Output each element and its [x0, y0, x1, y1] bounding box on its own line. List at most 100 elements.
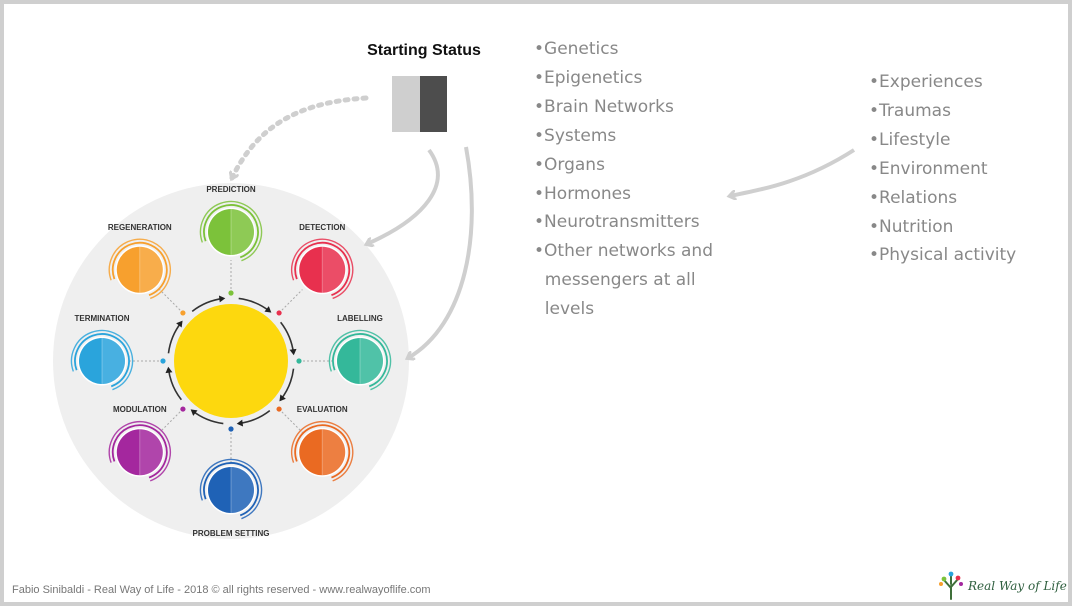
stage-problem-setting-shade [231, 467, 254, 513]
stage-modulation-label: MODULATION [113, 405, 167, 414]
stage-prediction-dot [228, 290, 234, 296]
stage-modulation-dot [180, 406, 186, 412]
list-item: •Organs [534, 154, 605, 175]
stage-termination-icon [70, 329, 134, 391]
stage-regeneration-icon [108, 238, 171, 300]
list-item: •Genetics [534, 39, 619, 59]
stage-evaluation-ring [294, 424, 351, 479]
cycle-arrowhead [165, 366, 173, 374]
list-item: •Environment [869, 158, 988, 179]
stage-termination-ring [70, 329, 134, 391]
stage-detection-dot [276, 310, 282, 316]
list-item: levels [534, 299, 595, 320]
stage-modulation-shade [139, 429, 163, 476]
status-box-light-half [392, 76, 420, 132]
stage-problem-setting-ring [199, 458, 263, 520]
stage-problem-setting-icon [199, 458, 263, 520]
cycle-diagram: PREDICTION DETECTION LABELLING EVALUATION PR… [53, 95, 856, 539]
stage-regeneration-label: REGENERATION [108, 223, 172, 232]
cycle-arrowhead [218, 295, 226, 303]
stage-labelling-shade [360, 338, 383, 384]
stage-labelling-dot [296, 358, 302, 364]
stage-detection-ring [291, 238, 354, 300]
stage-evaluation-ring [291, 421, 354, 482]
external-factors-list: •Experiences •Traumas •Lifestyle •Enviro… [869, 68, 1049, 270]
stage-problem-setting-ring [203, 462, 259, 517]
stage-termination-circle [79, 338, 125, 384]
cycle-arrowhead [190, 409, 198, 416]
stage-regeneration-circle [116, 246, 163, 293]
logo-text: Real Way of Life [968, 579, 1067, 593]
copyright-footer: Fabio Sinibaldi - Real Way of Life - 201… [12, 584, 431, 596]
list-item: •Brain Networks [534, 96, 674, 117]
stage-regeneration-shade [139, 246, 163, 293]
stage-termination-shade [102, 338, 125, 384]
list-item: •Epigenetics [534, 67, 643, 88]
stage-labelling-icon [328, 329, 392, 391]
cycle-arrowhead [264, 306, 272, 313]
stage-regeneration-ring [108, 238, 171, 300]
tree-icon [939, 571, 963, 600]
stage-prediction-icon [199, 200, 263, 262]
list-item: •Physical activity [869, 245, 1017, 266]
stage-detection-shade [322, 246, 346, 293]
stage-modulation-ring [111, 424, 168, 479]
stage-labelling-circle [337, 338, 383, 384]
stage-problem-setting-circle [208, 467, 254, 513]
list-item: messengers at all [534, 270, 696, 291]
stage-regeneration-dot [180, 310, 186, 316]
logo[interactable]: Real Way of Life [936, 570, 1067, 600]
list-item: •Lifestyle [869, 129, 951, 150]
stage-regeneration-connector [159, 289, 184, 314]
list-item: •Neurotransmitters [534, 212, 700, 233]
stage-detection-label: DETECTION [299, 223, 345, 232]
list-item: •Other networks and [534, 241, 713, 262]
stage-evaluation-icon [291, 421, 354, 482]
stage-evaluation-shade [322, 429, 346, 476]
stage-detection-circle [299, 246, 346, 293]
stage-evaluation-connector [278, 408, 303, 433]
stage-prediction-ring [203, 204, 259, 259]
stage-labelling-ring [328, 329, 392, 391]
starting-status-title: Starting Status [367, 42, 481, 59]
stage-termination-ring [74, 333, 130, 388]
stage-detection-connector [278, 289, 303, 314]
stage-labelling-ring [332, 333, 388, 388]
stage-regeneration-ring [111, 241, 168, 296]
cycle-arrowhead [236, 419, 244, 427]
stage-modulation-connector [159, 408, 184, 433]
starting-status-box [392, 76, 447, 132]
list-item: •Nutrition [869, 216, 954, 237]
stage-modulation-circle [116, 429, 163, 476]
stage-prediction-shade [231, 209, 254, 255]
stage-modulation-icon [108, 421, 171, 482]
list-item: •Relations [869, 187, 958, 208]
stage-problem-setting-label: PROBLEM SETTING [193, 529, 270, 538]
stage-prediction-ring [199, 200, 263, 262]
stage-detection-ring [294, 241, 351, 296]
stage-evaluation-label: EVALUATION [297, 405, 348, 414]
list-item: •Traumas [869, 100, 951, 121]
stage-termination-label: TERMINATION [75, 314, 130, 323]
stage-prediction-circle [208, 209, 254, 255]
stage-prediction-label: PREDICTION [206, 185, 256, 194]
list-item: •Experiences [869, 72, 983, 92]
arrow-from-environment [730, 148, 856, 196]
status-box-dark-half [419, 76, 447, 132]
stage-detection-icon [291, 238, 354, 300]
internal-factors-list: •Genetics •Epigenetics •Brain Networks •… [534, 35, 744, 324]
arrow-to-labelling [408, 146, 474, 358]
dotted-arrow [232, 95, 369, 178]
stage-evaluation-dot [276, 406, 282, 412]
center-circle [174, 304, 288, 418]
stage-problem-setting-dot [228, 426, 234, 432]
cycle-arrowhead [176, 320, 183, 328]
stage-evaluation-circle [299, 429, 346, 476]
stage-labelling-label: LABELLING [337, 314, 383, 323]
list-item: •Systems [534, 125, 617, 146]
list-item: •Hormones [534, 183, 631, 204]
cycle-arrowhead [289, 348, 297, 356]
cycle-arrowhead [279, 394, 286, 402]
stage-termination-dot [160, 358, 166, 364]
slide: PREDICTION DETECTION LABELLING EVALUATION PR… [4, 4, 1068, 602]
